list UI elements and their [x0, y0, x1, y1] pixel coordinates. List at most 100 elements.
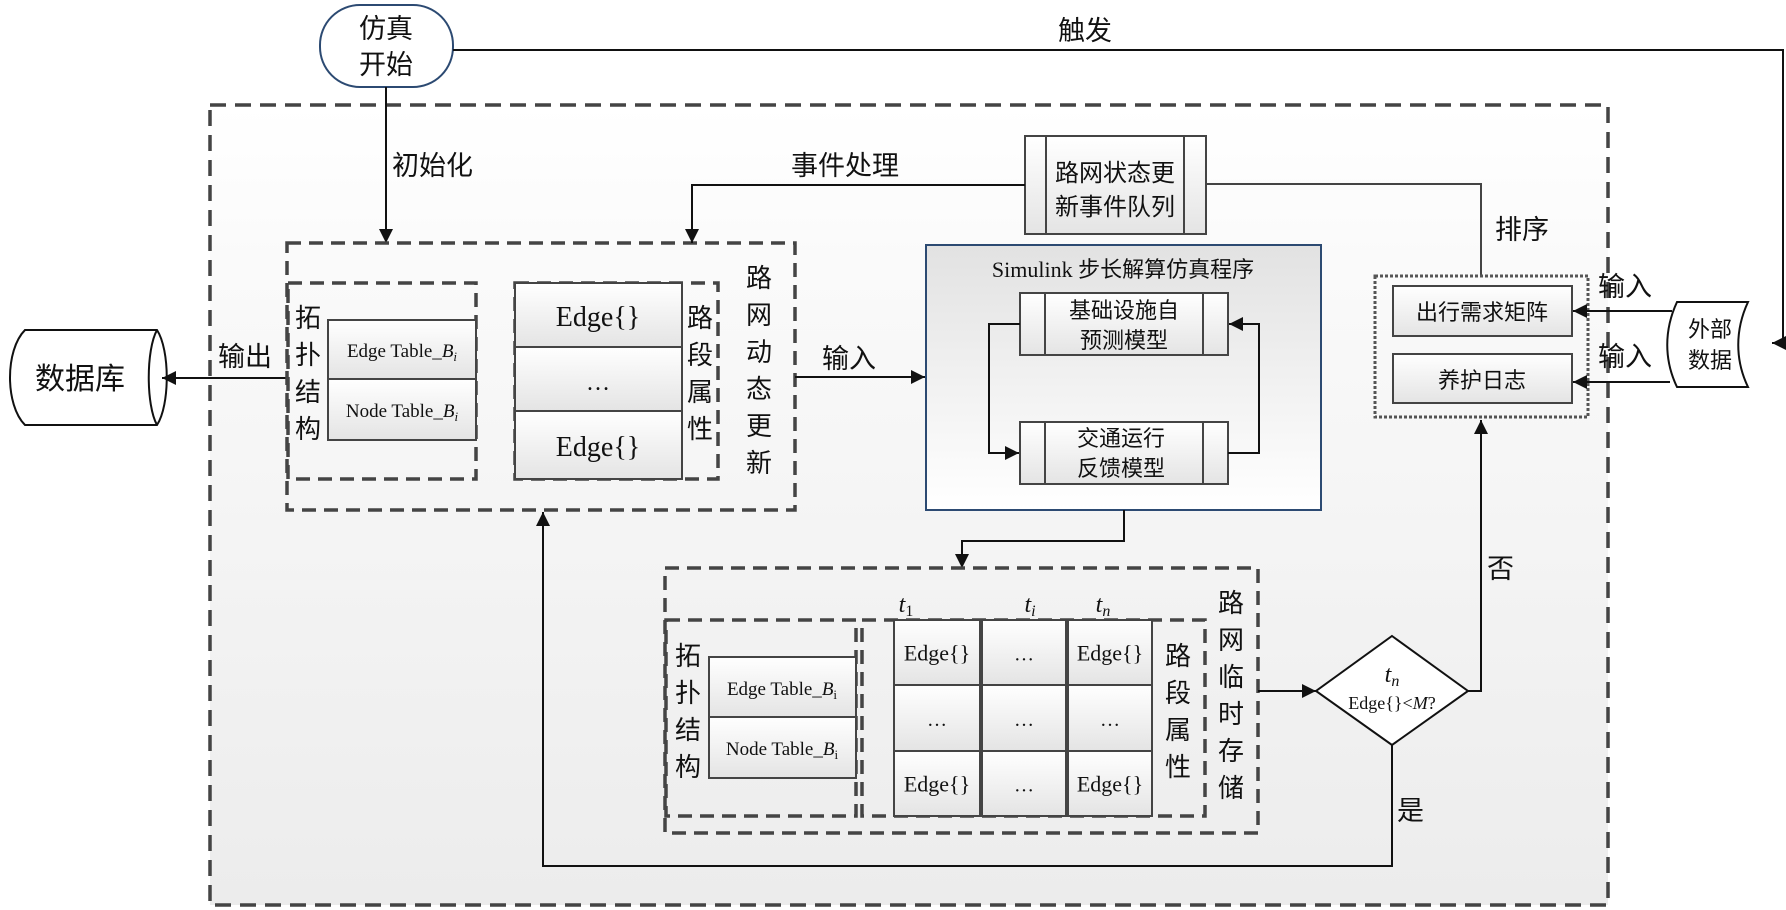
- grid-cell-text: …: [1014, 775, 1034, 797]
- segment-cell: …: [586, 370, 610, 396]
- traffic-feedback-model[interactable]: 交通运行 反馈模型: [1019, 421, 1229, 485]
- svg-text:网: 网: [1218, 626, 1244, 656]
- inputs-group-frame: [1373, 274, 1590, 419]
- segment-cell: Edge{}: [556, 432, 640, 463]
- svg-text:性: 性: [1165, 753, 1191, 783]
- temp-storage-title: 路 网 临 时 存 储: [1218, 589, 1244, 804]
- svg-text:路: 路: [687, 304, 713, 334]
- temp-topology-title: 拓 扑 结 构: [675, 642, 701, 783]
- network-temp-storage-block: 拓 扑 结 构 Edge Table_Bi Node Table_Bi t1 t…: [663, 566, 1260, 835]
- temp-segment-attr-title: 路 段 属 性: [1165, 642, 1191, 783]
- time-column-headers: t1 ti tn: [899, 592, 1111, 620]
- init-label: 初始化: [392, 151, 473, 182]
- grid-cell-text: …: [1100, 709, 1120, 731]
- demand-matrix-box[interactable]: [1392, 285, 1573, 337]
- network-dynamic-update-block: 拓 扑 结 构 Edge Table_Bi Node Table_Bi Edge…: [285, 241, 797, 512]
- database-cylinder[interactable]: 数据库: [9, 329, 168, 426]
- grid-cell[interactable]: [981, 684, 1067, 752]
- grid-cell[interactable]: [893, 750, 981, 817]
- svg-text:结: 结: [675, 716, 701, 746]
- event-queue-box[interactable]: 路网状态更 新事件队列: [1024, 135, 1207, 235]
- event-processing-label: 事件处理: [791, 151, 899, 182]
- grid-cell[interactable]: [893, 684, 981, 752]
- grid-cell-text: Edge{}: [904, 772, 970, 797]
- temp-node-table-row[interactable]: [708, 716, 857, 779]
- node-table-label: Node Table_Bi: [346, 401, 459, 424]
- svg-text:更: 更: [746, 412, 772, 442]
- node-table-row[interactable]: [327, 378, 477, 441]
- yes-branch-arrow: [536, 512, 1393, 867]
- svg-text:段: 段: [1165, 679, 1191, 709]
- external-data-line1: 外部: [1688, 318, 1732, 343]
- no-label: 否: [1487, 554, 1514, 585]
- output-label: 输出: [218, 342, 272, 373]
- svg-text:ti: ti: [1024, 592, 1035, 620]
- grid-cell[interactable]: [1067, 750, 1153, 817]
- start-node[interactable]: 仿真 开始: [319, 4, 454, 88]
- maintenance-log-label: 养护日志: [1438, 369, 1526, 394]
- svg-text:预测模型: 预测模型: [1080, 329, 1168, 354]
- svg-text:路: 路: [746, 264, 772, 294]
- svg-text:结: 结: [295, 378, 321, 408]
- input-sim-label: 输入: [822, 344, 876, 375]
- svg-text:临: 临: [1218, 663, 1244, 693]
- svg-text:交通运行: 交通运行: [1077, 427, 1165, 452]
- grid-cell-text: …: [1014, 644, 1034, 666]
- grid-cell-text: …: [1014, 709, 1034, 731]
- grid-cell-text: Edge{}: [1077, 641, 1143, 666]
- svg-text:反馈模型: 反馈模型: [1077, 457, 1165, 482]
- edge-table-row[interactable]: [327, 319, 477, 380]
- svg-text:拓: 拓: [675, 642, 701, 672]
- topology-title: 拓 扑 结 构: [295, 304, 321, 445]
- maintenance-log-box[interactable]: [1392, 353, 1573, 404]
- decision-condition: Edge{}<M?: [1348, 693, 1435, 713]
- segment-attr-grid: Edge{}…Edge{}………Edge{}…Edge{}: [893, 619, 1153, 817]
- temp-edge-table-row[interactable]: [708, 656, 857, 718]
- input-demand-label: 输入: [1598, 272, 1652, 303]
- external-data-line2: 数据: [1688, 349, 1732, 374]
- svg-text:基础设施自: 基础设施自: [1069, 299, 1179, 324]
- sort-line: [1206, 183, 1482, 275]
- svg-text:网: 网: [746, 301, 772, 331]
- event-queue-line1: 路网状态更: [1055, 159, 1175, 187]
- svg-text:t1: t1: [899, 592, 914, 620]
- svg-text:扑: 扑: [295, 341, 321, 371]
- start-label-line2: 开始: [359, 50, 413, 81]
- grid-cell[interactable]: [981, 619, 1067, 686]
- segment-attr-title: 路 段 属 性: [687, 304, 713, 445]
- no-branch-arrow: [1468, 420, 1488, 692]
- start-label-line1: 仿真: [359, 14, 413, 45]
- grid-cell[interactable]: [1067, 684, 1153, 752]
- svg-text:属: 属: [687, 378, 713, 408]
- grid-cell-text: Edge{}: [1077, 772, 1143, 797]
- svg-text:路: 路: [1218, 589, 1244, 619]
- external-data-node[interactable]: 外部 数据: [1666, 301, 1750, 388]
- yes-label: 是: [1397, 796, 1424, 827]
- svg-text:新: 新: [746, 449, 772, 479]
- grid-cell-text: …: [927, 709, 947, 731]
- dynamic-update-title: 路 网 动 态 更 新: [746, 264, 772, 479]
- svg-text:扑: 扑: [675, 679, 701, 709]
- temp-node-table-label: Node Table_Bi: [726, 739, 839, 762]
- segment-row[interactable]: [514, 346, 683, 412]
- grid-cell[interactable]: [1067, 619, 1153, 686]
- grid-cell[interactable]: [981, 750, 1067, 817]
- svg-text:路: 路: [1165, 642, 1191, 672]
- simulink-program-block: Simulink 步长解算仿真程序 基础设施自 预测模型 交通运行 反馈模型: [925, 244, 1322, 511]
- svg-text:属: 属: [1165, 716, 1191, 746]
- segment-cell: Edge{}: [556, 302, 640, 333]
- svg-text:时: 时: [1218, 700, 1244, 730]
- svg-text:储: 储: [1218, 774, 1244, 804]
- simulink-title: Simulink 步长解算仿真程序: [992, 257, 1254, 282]
- svg-text:态: 态: [746, 375, 772, 405]
- segment-row[interactable]: [514, 410, 683, 480]
- svg-text:tn: tn: [1096, 592, 1111, 620]
- temp-edge-table-label: Edge Table_Bi: [727, 679, 837, 702]
- svg-text:性: 性: [687, 415, 713, 445]
- infrastructure-prediction-model[interactable]: 基础设施自 预测模型: [1019, 292, 1229, 356]
- svg-text:拓: 拓: [295, 304, 321, 334]
- svg-text:动: 动: [746, 338, 772, 368]
- feedback-to-prediction-arrow: [1228, 317, 1260, 454]
- event-queue-line2: 新事件队列: [1055, 193, 1175, 221]
- svg-text:段: 段: [687, 341, 713, 371]
